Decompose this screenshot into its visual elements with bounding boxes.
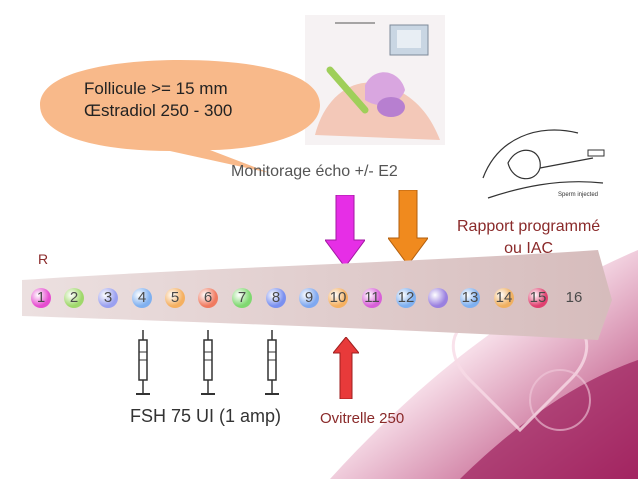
day-label: 12 xyxy=(397,289,415,306)
syringe-icon xyxy=(136,330,150,395)
monitoring-arrow-orange xyxy=(388,190,428,266)
bubble-line-estradiol: Œstradiol 250 - 300 xyxy=(84,101,233,120)
svg-text:Sperm injected: Sperm injected xyxy=(558,192,598,198)
day-label: 10 xyxy=(329,289,347,306)
day-label: 13 xyxy=(461,289,479,306)
day-label: 7 xyxy=(237,289,247,306)
rapport-label: Rapport programmé ou IAC xyxy=(457,216,600,260)
day-label: 6 xyxy=(203,289,213,306)
day-marker xyxy=(132,288,152,308)
day-marker xyxy=(528,288,548,308)
bubble-text: Follicule >= 15 mm Œstradiol 250 - 300 xyxy=(84,78,232,122)
day-marker xyxy=(396,288,416,308)
r-label: R xyxy=(38,251,49,267)
insemination-illustration: Sperm injected xyxy=(482,129,605,199)
monitoring-label: Monitorage écho +/- E2 xyxy=(231,163,398,180)
day-label: 14 xyxy=(495,289,513,306)
rapport-line1: Rapport programmé xyxy=(457,218,601,235)
day-label: 16 xyxy=(565,289,583,306)
day-marker xyxy=(428,288,448,308)
day-label: 11 xyxy=(364,289,380,306)
day-marker xyxy=(31,288,51,308)
day-label: 5 xyxy=(170,289,180,306)
ultrasound-illustration xyxy=(305,15,445,145)
speech-bubble xyxy=(40,60,320,173)
day-marker xyxy=(494,288,514,308)
day-marker xyxy=(460,288,480,308)
day-marker xyxy=(362,288,382,308)
day-marker xyxy=(232,288,252,308)
day-label: 9 xyxy=(304,289,314,306)
day-marker xyxy=(98,288,118,308)
day-label: 3 xyxy=(103,289,113,306)
day-marker xyxy=(198,288,218,308)
fsh-label: FSH 75 UI (1 amp) xyxy=(130,406,282,426)
bubble-line-follicle: Follicule >= 15 mm xyxy=(84,79,228,98)
day-marker xyxy=(165,288,185,308)
day-marker xyxy=(299,288,319,308)
day-marker xyxy=(266,288,286,308)
ovitrelle-arrow xyxy=(333,337,359,399)
rapport-line2: ou IAC xyxy=(504,240,554,257)
day-label: 8 xyxy=(271,289,281,306)
ovitrelle-label: Ovitrelle 250 xyxy=(320,410,405,427)
day-label: 15 xyxy=(529,289,547,306)
day-marker xyxy=(64,288,84,308)
day-label: 1 xyxy=(36,289,46,306)
day-marker xyxy=(328,288,348,308)
syringe-icon xyxy=(265,330,279,395)
syringe-icon xyxy=(201,330,215,395)
monitoring-arrow-magenta xyxy=(325,195,365,268)
day-label: 4 xyxy=(137,289,147,306)
day-label: 2 xyxy=(69,289,79,306)
